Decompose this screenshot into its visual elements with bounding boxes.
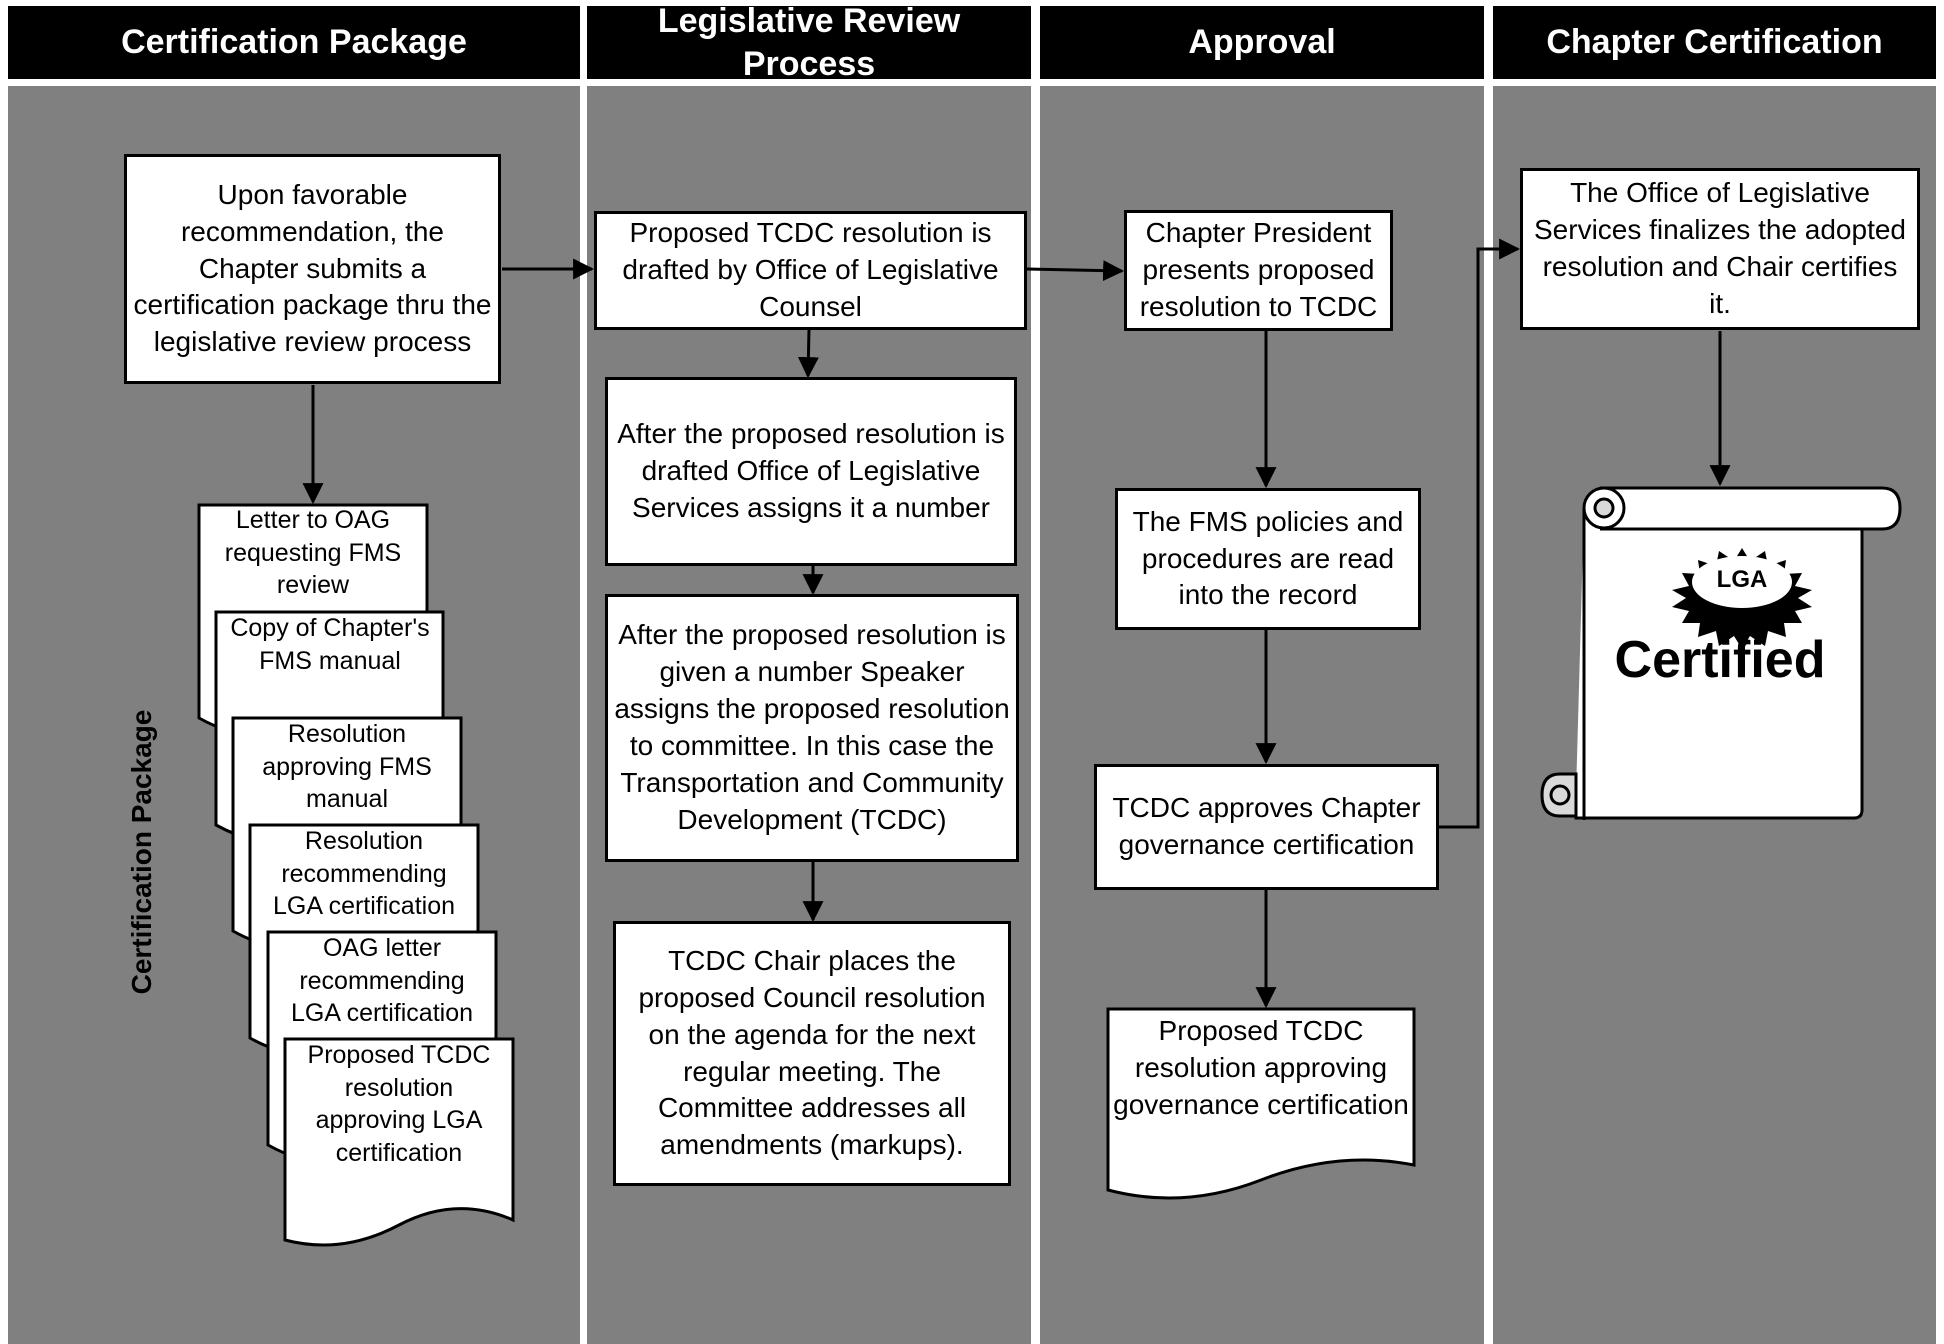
review-assigned-box: After the proposed resolution is given a… <box>605 594 1019 862</box>
review-numbered-box: After the proposed resolution is drafted… <box>605 377 1017 566</box>
package-doc-1-text: Letter to OAG requesting FMS review <box>224 506 402 599</box>
lane-header-legislative-review: Legislative Review Process <box>587 2 1031 83</box>
approval-presents-box: Chapter President presents proposed reso… <box>1124 210 1393 331</box>
certified-label: Certified <box>1614 631 1826 689</box>
package-submit-box: Upon favorable recommendation, the Chapt… <box>124 154 501 384</box>
review-agenda-box: TCDC Chair places the proposed Council r… <box>613 921 1011 1186</box>
package-doc-6-text: Proposed TCDC resolution approving LGA c… <box>307 1041 491 1167</box>
approval-approves-box: TCDC approves Chapter governance certifi… <box>1094 764 1439 890</box>
approval-doc <box>1106 1007 1416 1200</box>
approval-doc-text: Proposed TCDC resolution approving gover… <box>1113 1015 1409 1120</box>
package-doc-4-text: Resolution recommending LGA certificatio… <box>272 827 456 920</box>
package-doc-5-text: OAG letter recommending LGA certificatio… <box>290 934 474 1027</box>
lane-header-chapter-certification: Chapter Certification <box>1493 6 1936 79</box>
review-drafted-box: Proposed TCDC resolution is drafted by O… <box>594 211 1027 330</box>
package-doc-6 <box>283 1037 515 1247</box>
package-doc-2-text: Copy of Chapter's FMS manual <box>230 614 430 675</box>
approval-read-box: The FMS policies and procedures are read… <box>1115 488 1421 630</box>
certification-finalizes-box: The Office of Legislative Services final… <box>1520 168 1920 330</box>
lga-seal-text: LGA <box>1716 566 1768 593</box>
lane-header-certification-package: Certification Package <box>8 6 580 79</box>
lane-header-approval: Approval <box>1040 6 1484 79</box>
package-doc-3-text: Resolution approving FMS manual <box>262 720 432 813</box>
